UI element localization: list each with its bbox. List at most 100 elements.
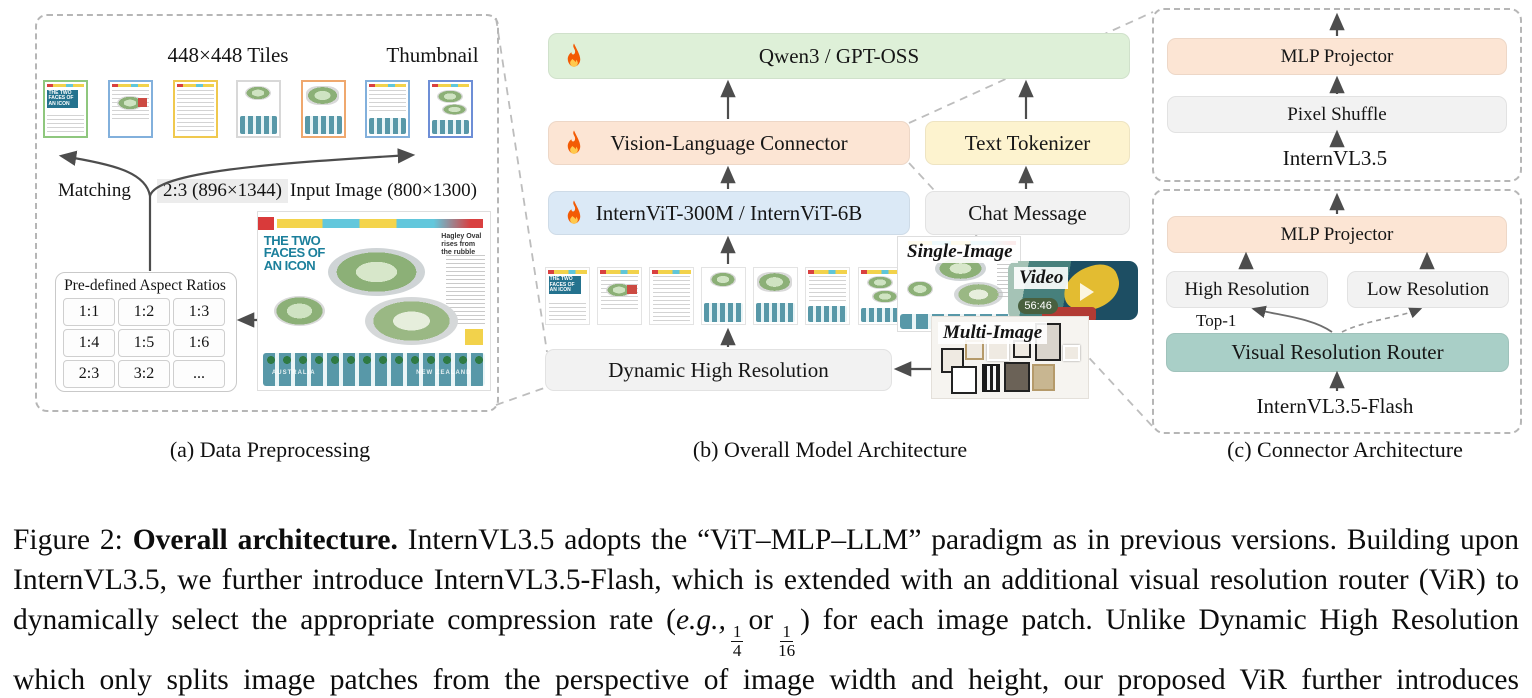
dynamic-high-resolution-label: Dynamic High Resolution [608, 357, 829, 382]
llm-box: Qwen3 / GPT-OSS [548, 33, 1130, 79]
stadium-illustration [906, 281, 934, 298]
mlp-projector-box: MLP Projector [1167, 38, 1507, 75]
tile-decoration [709, 272, 737, 288]
magazine-map-label: AUSTRALIA [271, 369, 316, 376]
fire-icon [567, 43, 581, 67]
tile-decoration [437, 89, 463, 103]
tile-decoration [808, 269, 847, 274]
tile-decoration [177, 83, 214, 88]
pixel-shuffle-box: Pixel Shuffle [1167, 96, 1507, 133]
tiles-label: 448×448 Tiles [167, 43, 289, 67]
aspect-ratio-title: Pre-defined Aspect Ratios [64, 277, 226, 294]
tile-decoration [652, 269, 691, 274]
low-resolution-label: Low Resolution [1367, 279, 1489, 300]
image-tile [108, 80, 153, 138]
fire-icon [567, 200, 581, 224]
stadium-illustration [327, 247, 426, 296]
tile-decoration [861, 269, 900, 274]
dynamic-high-resolution-box: Dynamic High Resolution [545, 349, 892, 391]
vision-language-connector-label: Vision-Language Connector [610, 130, 848, 155]
tile-decoration [369, 83, 406, 88]
panel-c-caption: (c) Connector Architecture [1227, 437, 1463, 462]
caption-bold-title: Overall architecture. [132, 523, 398, 556]
tile-decoration [245, 86, 271, 101]
vit-box: InternViT-300M / InternViT-6B [548, 191, 910, 235]
magazine-subhead: Hagley Oval rises from the rubble [441, 233, 482, 256]
image-tile [805, 267, 850, 325]
tile-decoration [600, 269, 639, 274]
panel-c-bottom-frame [1152, 189, 1522, 434]
text-tokenizer-box: Text Tokenizer [925, 121, 1130, 165]
tile-decoration [808, 275, 847, 302]
caption-or: or [748, 603, 774, 636]
tile-decoration [137, 98, 147, 107]
photo-frame [981, 363, 1000, 393]
aspect-ratio-cell: 1:1 [63, 298, 115, 326]
high-resolution-box: High Resolution [1166, 271, 1328, 308]
tile-decoration [240, 116, 277, 135]
panel-b-caption: (b) Overall Model Architecture [692, 437, 968, 462]
image-tile [236, 80, 281, 138]
tile-decoration [117, 96, 143, 111]
mlp-projector-box: MLP Projector [1167, 216, 1507, 253]
mlp-projector-label: MLP Projector [1280, 46, 1394, 67]
stadium-illustration [954, 282, 1003, 308]
caption-body: ) for each image patch. Unlike Dynamic H… [13, 603, 1519, 696]
single-image-label: Single-Image [902, 241, 1018, 263]
image-tile: THE TWO FACES OF AN ICON [43, 80, 88, 138]
tile-decoration [652, 275, 691, 321]
tile-decoration [47, 83, 84, 88]
mlp-projector-label: MLP Projector [1280, 224, 1394, 245]
aspect-ratio-cell: 1:6 [173, 329, 225, 357]
aspect-ratio-cell: 1:5 [118, 329, 170, 357]
caption-prefix: Figure 2: [13, 523, 123, 556]
thumbnail-label: Thumbnail [386, 43, 479, 67]
low-resolution-box: Low Resolution [1347, 271, 1509, 308]
image-tile [597, 267, 642, 325]
aspect-ratio-cell: 3:2 [118, 360, 170, 388]
image-tile [301, 80, 346, 138]
image-tile [365, 80, 410, 138]
image-tile [753, 267, 798, 325]
tile-decoration [704, 303, 743, 323]
magazine-headline: THE TWO FACES OF AN ICON [47, 90, 79, 108]
play-icon [1079, 283, 1094, 302]
thumbnail-tile [858, 267, 903, 325]
tile-decoration [305, 116, 342, 135]
internvl35-flash-label: InternVL3.5-Flash [1256, 394, 1414, 418]
tile-decoration [369, 89, 406, 115]
image-tile [701, 267, 746, 325]
tile-decoration [861, 307, 900, 323]
tile-decoration [548, 302, 587, 322]
tile-decoration [369, 118, 406, 135]
photo-frame [1003, 362, 1030, 393]
aspect-ratio-cell: 2:3 [63, 360, 115, 388]
photo-frame [1031, 363, 1055, 391]
photo-frame [950, 365, 977, 394]
matching-label: Matching [58, 180, 131, 201]
input-image-label: Input Image (800×1300) [290, 180, 477, 201]
video-label: Video [1014, 267, 1069, 289]
magazine-decoration [262, 352, 486, 387]
aspect-ratio-cell: 1:3 [173, 298, 225, 326]
pixel-shuffle-label: Pixel Shuffle [1287, 104, 1387, 125]
text-tokenizer-label: Text Tokenizer [964, 130, 1091, 155]
aspect-ratio-cell: 1:2 [118, 298, 170, 326]
stadium-illustration [274, 295, 326, 326]
image-tile [649, 267, 694, 325]
caption-body: InternVL3.5 adopts the “ViT–MLP–LLM” par… [13, 523, 1519, 636]
panel-a-frame [35, 14, 499, 412]
visual-resolution-router-label: Visual Resolution Router [1231, 340, 1444, 364]
multi-image-label: Multi-Image [938, 322, 1048, 344]
image-tile [173, 80, 218, 138]
tile-decoration [605, 282, 633, 298]
magazine-decoration [258, 217, 275, 230]
internvl35-label: InternVL3.5 [1282, 146, 1388, 170]
top1-label: Top-1 [1196, 311, 1237, 330]
tile-decoration [47, 115, 84, 134]
tile-decoration [756, 303, 795, 323]
fire-icon [567, 130, 581, 154]
magazine-headline: THE TWO FACES OF AN ICON [548, 276, 581, 295]
